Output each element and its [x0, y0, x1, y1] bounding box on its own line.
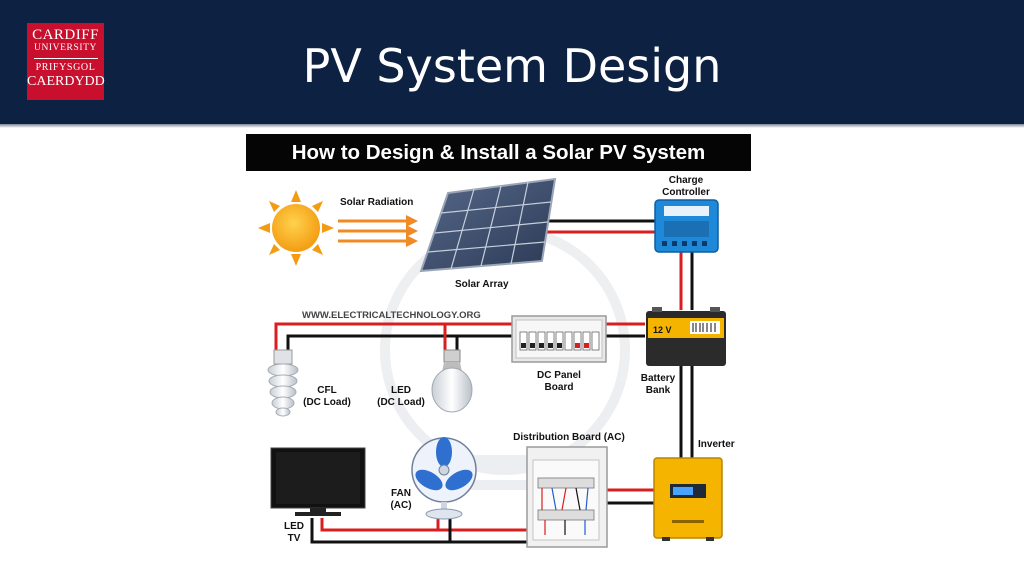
fan-label-1: FAN	[391, 488, 411, 499]
header-shadow	[0, 124, 1024, 128]
battery-voltage-label: 12 V	[653, 325, 672, 335]
led-label-1: LED	[391, 385, 411, 396]
solar-radiation-label: Solar Radiation	[340, 197, 413, 208]
watermark-url: WWW.ELECTRICALTECHNOLOGY.ORG	[302, 310, 481, 321]
fan-icon	[411, 437, 477, 520]
wires-ac-loads	[310, 518, 527, 544]
led-label-2: (DC Load)	[377, 397, 425, 408]
inverter-label: Inverter	[698, 439, 735, 450]
solar-radiation-arrows	[338, 215, 418, 247]
battery-bank	[646, 307, 726, 366]
charge-controller	[654, 199, 719, 253]
dc-panel-board-label-2: Board	[545, 382, 574, 393]
solar-array	[419, 177, 557, 273]
logo-line-4: CAERDYDD	[27, 74, 105, 89]
slide-header	[0, 0, 1024, 124]
wires-solar-to-controller	[545, 219, 655, 234]
battery-bank-label-1: Battery	[641, 373, 676, 384]
battery-bank-label-2: Bank	[646, 385, 671, 396]
charge-controller-label-1: Charge	[669, 175, 704, 186]
figure-banner-title: How to Design & Install a Solar PV Syste…	[246, 134, 751, 171]
distribution-board-label: Distribution Board (AC)	[513, 432, 625, 443]
wires-inverter-to-distribution	[607, 488, 654, 505]
cfl-label-2: (DC Load)	[303, 397, 351, 408]
solar-array-label: Solar Array	[455, 279, 509, 290]
led-tv-label-2: TV	[288, 533, 301, 544]
logo-line-1: CARDIFF	[32, 27, 99, 43]
wires-controller-to-battery	[679, 252, 694, 310]
charge-controller-label-2: Controller	[662, 187, 710, 198]
led-tv-label-1: LED	[284, 521, 304, 532]
dc-panel-board-label-1: DC Panel	[537, 370, 581, 381]
fan-label-2: (AC)	[390, 500, 411, 511]
dc-panel-board	[511, 315, 607, 363]
cardiff-university-logo: CARDIFF UNIVERSITY PRIFYSGOL CAERDYDD	[27, 23, 105, 100]
slide-title: PV System Design	[302, 39, 722, 93]
wires-dc-bus	[274, 322, 645, 350]
logo-line-2: UNIVERSITY	[34, 43, 97, 53]
sun-icon	[258, 190, 334, 266]
wires-battery-to-inverter	[679, 366, 694, 458]
logo-line-3: PRIFYSGOL	[35, 62, 96, 73]
led-tv-icon	[270, 447, 366, 516]
led-bulb-icon	[431, 349, 473, 413]
cfl-label-1: CFL	[317, 385, 336, 396]
inverter	[653, 457, 723, 541]
cfl-bulb-icon	[267, 349, 299, 417]
logo-divider	[33, 58, 98, 59]
distribution-board	[526, 446, 608, 548]
